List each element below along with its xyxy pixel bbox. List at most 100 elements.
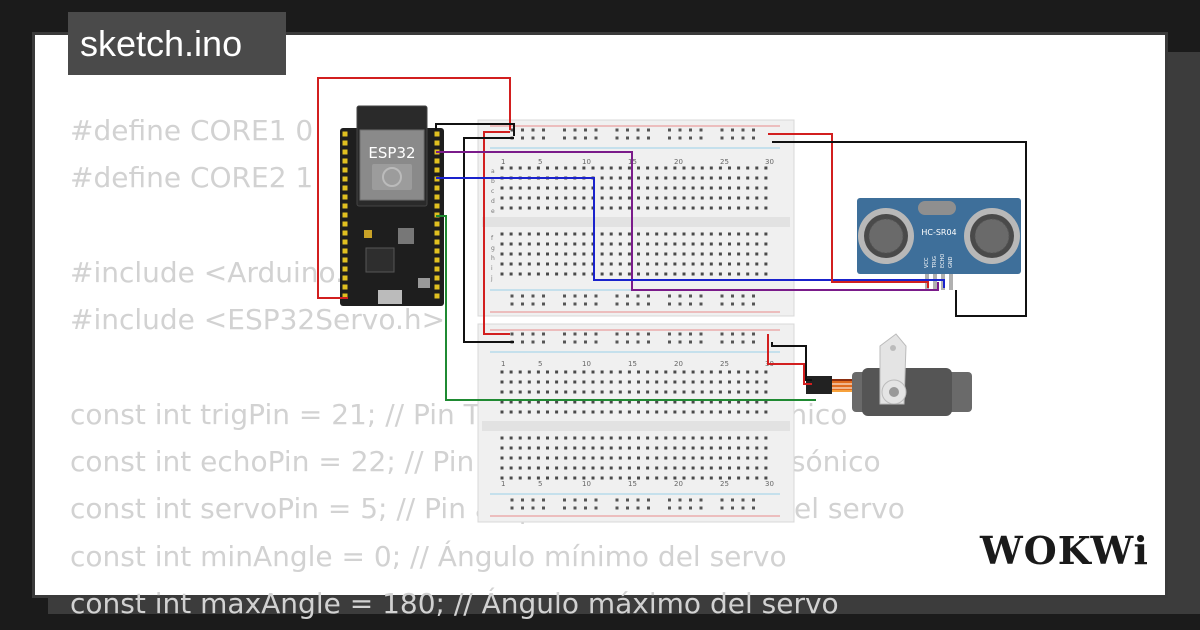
breadboard-hole — [564, 456, 568, 460]
breadboard-hole — [655, 186, 659, 190]
breadboard-hole — [646, 390, 650, 394]
breadboard-hole — [564, 272, 568, 276]
breadboard-hole — [664, 176, 668, 180]
breadboard-hole — [718, 176, 722, 180]
breadboard-hole — [728, 206, 731, 210]
col-label: 5 — [538, 360, 542, 368]
rail-hole — [615, 332, 619, 336]
breadboard-hole — [700, 370, 704, 374]
rail-hole — [542, 128, 545, 132]
breadboard-hole — [718, 370, 722, 374]
breadboard-hole — [618, 446, 622, 450]
breadboard-hole — [673, 456, 677, 460]
ultrasonic-sensor[interactable]: HC-SR04 VCC TRIG ECHO GND — [857, 198, 1021, 290]
breadboard-hole — [637, 252, 640, 256]
breadboard-hole — [618, 242, 622, 246]
breadboard-hole — [737, 176, 741, 180]
wire-red-servo — [767, 334, 812, 385]
breadboard-hole — [500, 206, 504, 210]
header-pin — [342, 221, 348, 227]
breadboard-hole — [582, 206, 586, 210]
breadboard-hole — [546, 272, 549, 276]
breadboard-hole — [691, 232, 695, 236]
rail-hole — [542, 340, 545, 344]
esp32-board[interactable]: ESP32 — [340, 105, 444, 306]
breadboard-hole — [600, 380, 604, 384]
breadboard-hole — [527, 410, 531, 414]
breadboard-hole — [664, 436, 668, 440]
header-pin — [342, 248, 348, 254]
breadboard-hole — [509, 206, 513, 210]
breadboard-hole — [637, 186, 640, 190]
breadboard-top[interactable]: 1 5 10 15 20 25 30 a b c d e f g h i j — [477, 119, 795, 317]
rail-hole — [689, 294, 692, 298]
breadboard-hole — [718, 390, 722, 394]
breadboard-hole — [646, 446, 650, 450]
wire-red-power — [317, 77, 511, 299]
breadboard-hole — [518, 380, 522, 384]
breadboard-hole — [755, 176, 759, 180]
breadboard-hole — [509, 380, 513, 384]
wire-green-signal — [436, 215, 816, 401]
breadboard-hole — [700, 166, 704, 170]
breadboard-hole — [555, 436, 559, 440]
breadboard-hole — [709, 446, 713, 450]
rail-hole — [573, 498, 577, 502]
servo-motor[interactable] — [806, 333, 972, 416]
breadboard-hole — [655, 242, 659, 246]
breadboard-hole — [609, 410, 613, 414]
breadboard-hole — [709, 272, 713, 276]
breadboard-hole — [709, 380, 713, 384]
rail-hole — [542, 302, 545, 306]
breadboard-hole — [573, 476, 577, 480]
row-label: j — [490, 275, 493, 282]
breadboard-hole — [746, 446, 750, 450]
breadboard-hole — [609, 400, 613, 404]
breadboard-hole — [573, 206, 577, 210]
breadboard-bottom[interactable]: 1 5 10 15 20 25 30 1 5 10 15 20 25 30 — [477, 323, 795, 523]
breadboard-hole — [582, 410, 586, 414]
rail-hole — [689, 506, 692, 510]
rail-hole — [584, 340, 587, 344]
header-pin — [434, 194, 440, 200]
breadboard-hole — [673, 390, 677, 394]
breadboard-hole — [728, 436, 731, 440]
breadboard-hole — [664, 196, 668, 200]
breadboard-hole — [728, 166, 731, 170]
breadboard-hole — [546, 400, 549, 404]
breadboard-hole — [573, 252, 577, 256]
breadboard-hole — [691, 400, 695, 404]
header-pin — [342, 203, 348, 209]
file-tab[interactable]: sketch.ino — [68, 12, 286, 75]
breadboard-hole — [691, 196, 695, 200]
breadboard-hole — [591, 456, 595, 460]
breadboard-hole — [618, 476, 622, 480]
breadboard-hole — [755, 196, 759, 200]
breadboard-hole — [555, 476, 559, 480]
breadboard-hole — [755, 262, 759, 266]
breadboard-hole — [600, 242, 604, 246]
rail-hole — [689, 498, 692, 502]
code-line: #define CORE2 1 — [70, 161, 314, 195]
rail-hole — [720, 294, 724, 298]
breadboard-hole — [527, 400, 531, 404]
breadboard-hole — [737, 252, 741, 256]
breadboard-hole — [655, 456, 659, 460]
rail-hole — [510, 506, 514, 510]
breadboard-hole — [637, 206, 640, 210]
breadboard-hole — [627, 390, 631, 394]
breadboard-hole — [527, 196, 531, 200]
breadboard-hole — [691, 252, 695, 256]
breadboard-hole — [709, 390, 713, 394]
breadboard-hole — [582, 370, 586, 374]
rail-hole — [521, 294, 524, 298]
wire-black-gnd — [435, 123, 515, 136]
breadboard-hole — [627, 206, 631, 210]
breadboard-hole — [600, 232, 604, 236]
breadboard-hole — [546, 476, 549, 480]
rail-hole — [636, 498, 640, 502]
breadboard-hole — [682, 242, 686, 246]
col-label: 10 — [582, 158, 591, 166]
breadboard-hole — [518, 370, 522, 374]
wire-black-rail — [463, 137, 514, 343]
